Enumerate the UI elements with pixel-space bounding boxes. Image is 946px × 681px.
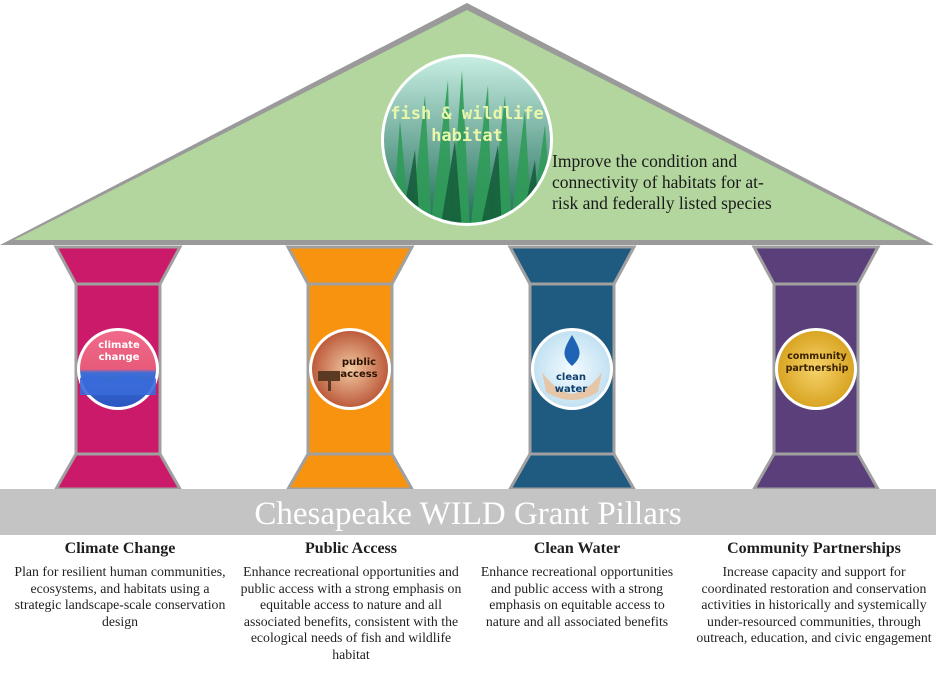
community-partnerships-title: Community Partnerships (727, 540, 901, 557)
climate-change-title: Climate Change (64, 540, 176, 557)
clean-water-text: Enhance recreational opportunities and p… (480, 564, 674, 629)
hands-icon (542, 372, 602, 400)
trail-sign-icon (318, 371, 340, 381)
roof-description: Improve the condition and connectivity o… (552, 151, 772, 213)
pillars (53, 245, 881, 491)
clean-water-badge-label: clean water (554, 372, 588, 395)
clean-water-title: Clean Water (533, 540, 621, 557)
climate-change-badge-label: climate change (98, 340, 140, 363)
public-access-column: Public Access Enhance recreational oppor… (240, 540, 462, 663)
fish-wildlife-badge (381, 54, 553, 226)
climate-change-pillar (53, 245, 183, 491)
community-partnerships-text: Increase capacity and support for coordi… (696, 564, 932, 645)
community-partnership-pillar (751, 245, 881, 491)
water-drop-icon (564, 335, 580, 366)
fish-wildlife-badge-label: fish & wildlife habitat (390, 104, 544, 146)
public-access-title: Public Access (305, 540, 397, 557)
clean-water-pillar (507, 245, 637, 491)
public-access-badge-label: public access (340, 357, 378, 380)
community-partnership-badge (775, 328, 857, 410)
community-partnerships-column: Community Partnerships Increase capacity… (692, 540, 936, 647)
climate-change-column: Climate Change Plan for resilient human … (14, 540, 226, 630)
clean-water-column: Clean Water Enhance recreational opportu… (474, 540, 680, 630)
climate-change-text: Plan for resilient human communities, ec… (14, 564, 226, 629)
banner-title: Chesapeake WILD Grant Pillars (254, 496, 682, 532)
community-partnership-badge-label: community partnership (785, 351, 849, 374)
public-access-pillar (285, 245, 415, 491)
base-banner (0, 489, 936, 535)
public-access-text: Enhance recreational opportunities and p… (240, 564, 462, 662)
public-access-badge (309, 328, 391, 410)
clean-water-badge (531, 328, 613, 410)
climate-change-badge (77, 328, 159, 410)
